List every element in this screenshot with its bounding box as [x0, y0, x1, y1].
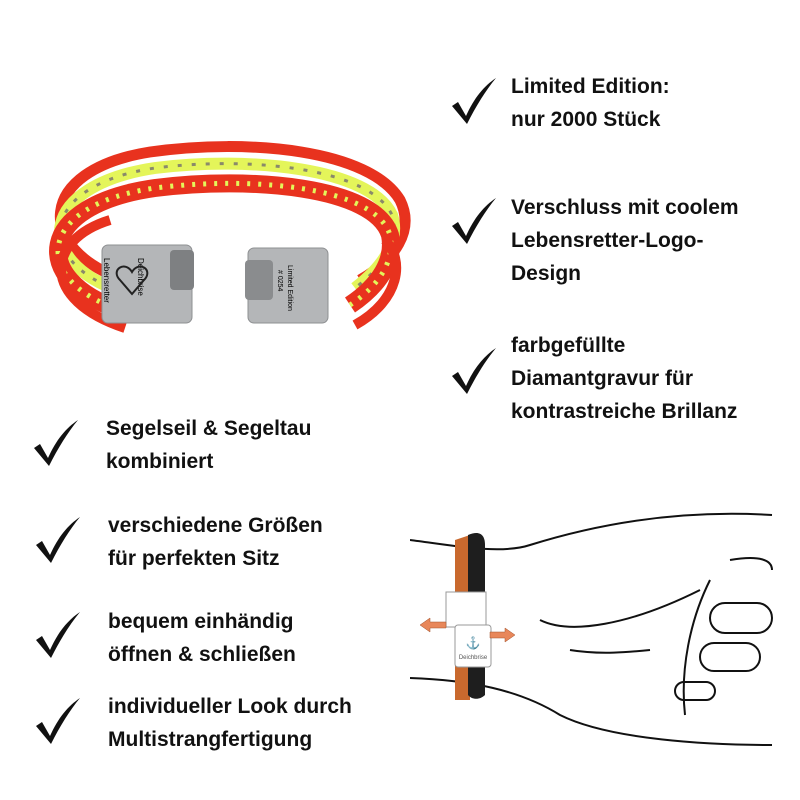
checkmark-icon: [36, 698, 80, 744]
feature-line: Verschluss mit coolem: [511, 196, 739, 219]
clasp-illustration: ⚓ Deichbrise: [445, 591, 492, 668]
clasp-left-engraving-2: Lebensretter: [102, 258, 111, 303]
feature-line: Segelseil & Segeltau: [106, 417, 312, 440]
feature-line: Design: [511, 262, 582, 285]
checkmark-icon: [452, 198, 496, 244]
feature-line: öffnen & schließen: [108, 643, 296, 666]
feature-line: Diamantgravur für: [511, 367, 694, 390]
feature-line: Limited Edition:: [511, 75, 670, 98]
feature-line: verschiedene Größen: [108, 514, 323, 537]
checkmark-icon: [36, 612, 80, 658]
clasp-left-engraving-1: Deichbrise: [136, 258, 145, 296]
feature-line: für perfekten Sitz: [108, 547, 280, 570]
checkmark-icon: [34, 420, 78, 466]
feature-line: nur 2000 Stück: [511, 108, 661, 131]
clasp-label: Deichbrise: [459, 655, 488, 661]
feature-line: farbgefüllte: [511, 334, 626, 357]
checkmark-icon: [452, 348, 496, 394]
bracelet-product-image: Deichbrise Lebensretter Limited Edition …: [49, 141, 411, 333]
feature-line: Multistrangfertigung: [108, 728, 313, 751]
feature-line: kombiniert: [106, 450, 214, 473]
feature-line: kontrastreiche Brillanz: [511, 400, 738, 423]
checkmark-icon: [36, 517, 80, 563]
wrist-illustration: ⚓ Deichbrise: [410, 512, 773, 746]
feature-line: bequem einhändig: [108, 610, 294, 633]
anchor-icon: ⚓: [466, 636, 481, 650]
arrow-left-icon: [419, 617, 447, 633]
clasp-left: Deichbrise Lebensretter: [101, 244, 194, 324]
heart-logo-icon: [115, 265, 149, 296]
clasp-right: Limited Edition # 0254: [245, 247, 329, 324]
feature-line: individueller Look durch: [108, 695, 352, 718]
clasp-right-engraving-2: # 0254: [276, 270, 283, 292]
arrow-right-icon: [489, 627, 516, 643]
feature-line: Lebensretter-Logo-: [511, 229, 704, 252]
clasp-right-engraving-1: Limited Edition: [286, 265, 293, 311]
checkmark-icon: [452, 78, 496, 124]
